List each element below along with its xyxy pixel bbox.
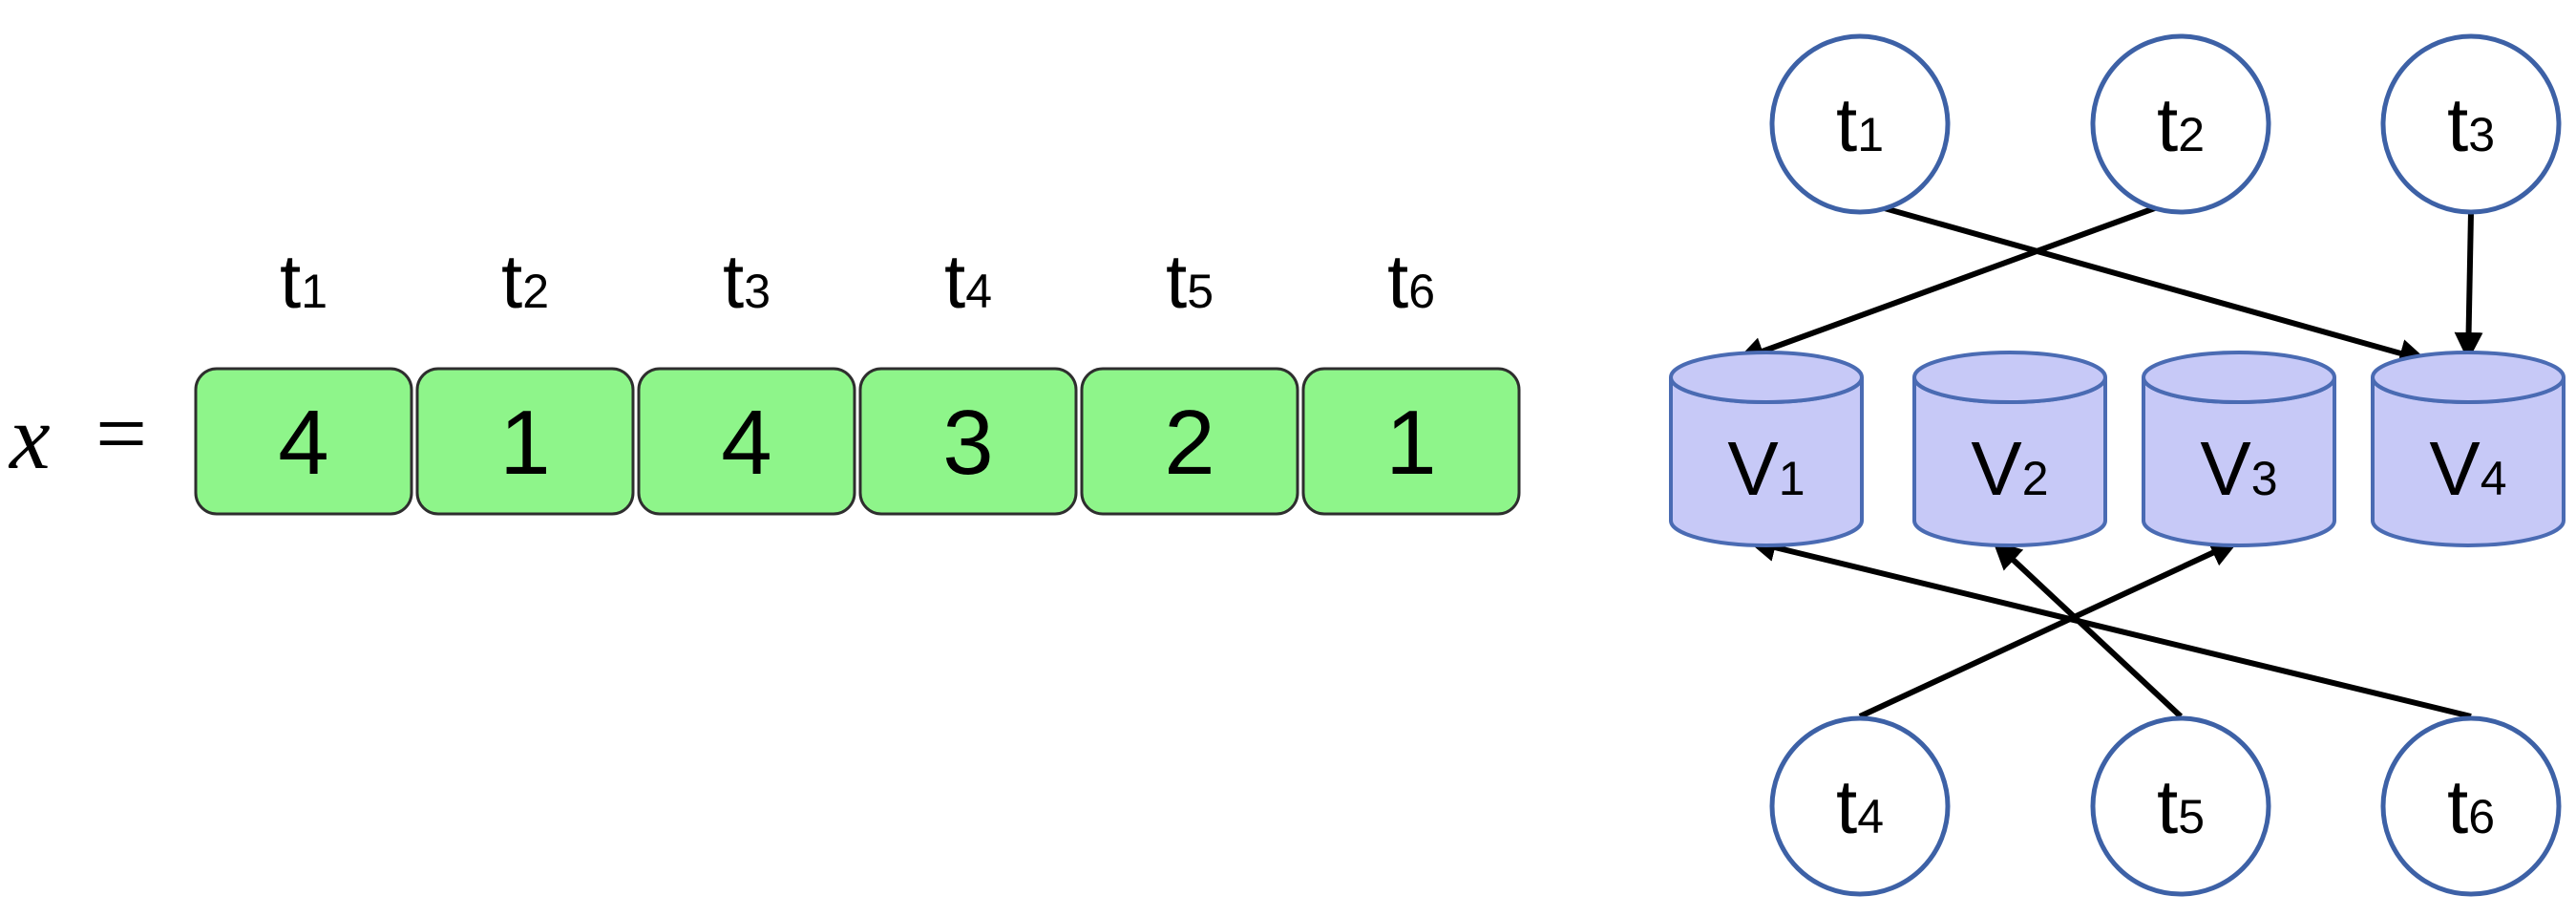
column-task-label-subscript: 1 xyxy=(301,265,327,318)
vm-cylinder-top xyxy=(1669,351,1864,404)
column-task-label-subscript: 5 xyxy=(1187,265,1214,318)
task-circle xyxy=(1769,715,1951,897)
task-node-t5: t5 xyxy=(2090,715,2271,897)
vm-v4: V4 xyxy=(2371,351,2565,547)
column-task-label: t5 xyxy=(1166,239,1214,324)
equals-sign: = xyxy=(95,382,147,484)
task-label: t1 xyxy=(1836,82,1884,167)
task-label: t3 xyxy=(2447,82,2495,167)
vm-v2: V2 xyxy=(1912,351,2107,547)
column-task-label-base: t xyxy=(944,239,965,324)
vector-cell xyxy=(1301,367,1521,516)
task-label-base: t xyxy=(2447,82,2468,167)
edge-t5-to-v2 xyxy=(1990,538,2184,719)
column-task-label-subscript: 6 xyxy=(1408,265,1435,318)
vector-cell xyxy=(637,367,856,516)
task-label-subscript: 3 xyxy=(2468,108,2495,161)
task-label-subscript: 5 xyxy=(2178,790,2205,843)
column-task-label: t3 xyxy=(723,239,771,324)
task-label-base: t xyxy=(2447,764,2468,849)
task-label: t5 xyxy=(2157,764,2205,849)
task-label-subscript: 6 xyxy=(2468,790,2495,843)
vector-symbol: x xyxy=(8,386,51,488)
task-node-t4: t4 xyxy=(1769,715,1951,897)
vm-cylinder-top xyxy=(2142,351,2336,404)
column-task-label: t4 xyxy=(944,239,992,324)
vm-v3: V3 xyxy=(2142,351,2336,547)
column-task-label-base: t xyxy=(280,239,301,324)
task-label-subscript: 4 xyxy=(1857,790,1884,843)
task-circle xyxy=(2090,33,2271,215)
task-label-subscript: 2 xyxy=(2178,108,2205,161)
vm-cylinder-top xyxy=(2371,351,2565,404)
vm-label-subscript: 2 xyxy=(2022,452,2049,505)
edge-t6-to-v1 xyxy=(1746,533,2472,719)
vm-label: V2 xyxy=(1971,426,2048,511)
vector-cell-value: 3 xyxy=(942,392,993,494)
vector-cell xyxy=(858,367,1078,516)
column-task-label: t1 xyxy=(280,239,327,324)
task-circle xyxy=(2090,715,2271,897)
task-label: t6 xyxy=(2447,764,2495,849)
column-task-label: t6 xyxy=(1387,239,1435,324)
assignment-edges xyxy=(1734,196,2483,719)
vm-label-base: V xyxy=(1727,426,1779,511)
vector-cell xyxy=(1080,367,1299,516)
vector-cell xyxy=(194,367,413,516)
task-label: t2 xyxy=(2157,82,2205,167)
vm-label-subscript: 4 xyxy=(2481,452,2507,505)
column-task-label-subscript: 4 xyxy=(965,265,992,318)
column-task-label-subscript: 2 xyxy=(522,265,549,318)
column-task-label-base: t xyxy=(1387,239,1408,324)
task-label-base: t xyxy=(2157,764,2178,849)
vm-label: V1 xyxy=(1727,426,1805,511)
column-task-label-subscript: 3 xyxy=(744,265,771,318)
task-circle xyxy=(1769,33,1951,215)
column-task-label-base: t xyxy=(501,239,522,324)
vector-cell-value: 4 xyxy=(721,392,771,494)
vector-cell-value: 4 xyxy=(278,392,328,494)
task-circle xyxy=(2380,33,2562,215)
vm-label-subscript: 1 xyxy=(1779,452,1805,505)
task-circle xyxy=(2380,715,2562,897)
task-label-base: t xyxy=(2157,82,2178,167)
vector-cell-value: 1 xyxy=(1385,392,1436,494)
task-node-t3: t3 xyxy=(2380,33,2562,215)
task-node-t1: t1 xyxy=(1769,33,1951,215)
column-task-label: t2 xyxy=(501,239,549,324)
vm-label: V3 xyxy=(2200,426,2277,511)
vm-cylinder-top xyxy=(1912,351,2107,404)
edge-t1-to-v4 xyxy=(1849,196,2429,368)
task-label-base: t xyxy=(1836,82,1857,167)
task-label-base: t xyxy=(1836,764,1857,849)
vm-label-base: V xyxy=(2429,426,2481,511)
column-task-label-base: t xyxy=(723,239,744,324)
edge-t3-to-v4 xyxy=(2454,211,2483,362)
vm-label: V4 xyxy=(2429,426,2506,511)
task-node-t2: t2 xyxy=(2090,33,2271,215)
vm-label-base: V xyxy=(2200,426,2251,511)
vm-label-base: V xyxy=(1971,426,2022,511)
task-label: t4 xyxy=(1836,764,1884,849)
edge-t2-to-v1 xyxy=(1734,196,2183,365)
column-task-label-base: t xyxy=(1166,239,1187,324)
vector-cell-value: 2 xyxy=(1164,392,1214,494)
edge-t4-to-v3 xyxy=(1858,538,2241,719)
vector-cell-value: 1 xyxy=(499,392,550,494)
task-node-t6: t6 xyxy=(2380,715,2562,897)
vm-v1: V1 xyxy=(1669,351,1864,547)
vm-label-subscript: 3 xyxy=(2251,452,2278,505)
vector-cell xyxy=(415,367,635,516)
task-label-subscript: 1 xyxy=(1857,108,1884,161)
